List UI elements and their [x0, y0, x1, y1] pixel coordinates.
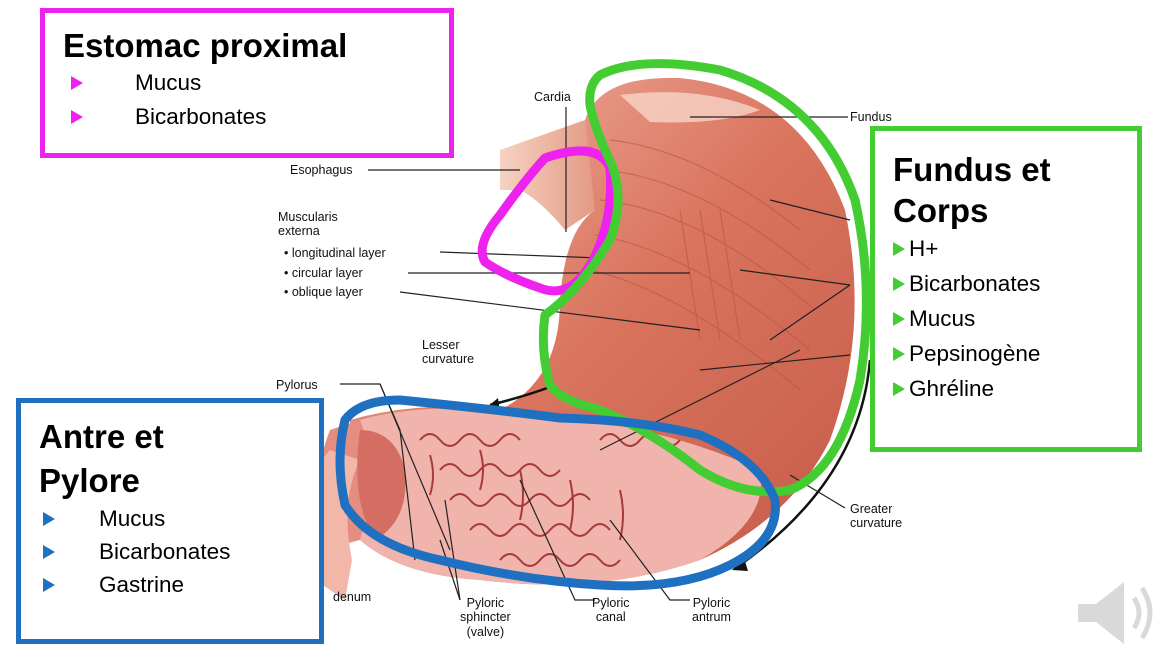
fundus-corps-box: Fundus et Corps H+ Bicarbonates Mucus Pe… — [870, 126, 1142, 452]
list-item: Bicarbonates — [63, 100, 449, 134]
fundus-corps-title-line1: Fundus et — [893, 149, 1137, 190]
list-item-label: Pepsinogène — [909, 341, 1040, 367]
arrow-bullet-icon — [893, 382, 905, 396]
list-item-label: Mucus — [909, 306, 975, 332]
arrow-bullet-icon — [893, 242, 905, 256]
list-item-label: Gastrine — [99, 572, 184, 598]
list-item: Mucus — [39, 502, 319, 535]
list-item: H+ — [893, 232, 1137, 267]
label-esophagus: Esophagus — [290, 163, 353, 177]
antre-pylore-list: Mucus Bicarbonates Gastrine — [39, 502, 319, 601]
estomac-proximal-box: Estomac proximal Mucus Bicarbonates — [40, 8, 454, 158]
label-fundus: Fundus — [850, 110, 892, 124]
speaker-icon[interactable] — [1078, 580, 1154, 646]
label-muscularis: Muscularis externa — [278, 210, 338, 239]
arrow-bullet-icon — [43, 578, 55, 592]
list-item: Mucus — [63, 66, 449, 100]
list-item-label: H+ — [909, 236, 938, 262]
list-item-label: Mucus — [99, 506, 165, 532]
arrow-bullet-icon — [71, 110, 83, 124]
arrow-bullet-icon — [893, 277, 905, 291]
estomac-proximal-list: Mucus Bicarbonates — [63, 66, 449, 134]
label-greater-curvature: Greater curvature — [850, 502, 902, 531]
arrow-bullet-icon — [43, 512, 55, 526]
list-item: Mucus — [893, 302, 1137, 337]
label-oblique-layer: • oblique layer — [284, 285, 363, 299]
estomac-proximal-title: Estomac proximal — [63, 27, 449, 66]
label-pyloric-sphincter: Pyloric sphincter (valve) — [460, 596, 511, 639]
label-pylorus: Pylorus — [276, 378, 318, 392]
arrow-bullet-icon — [893, 347, 905, 361]
list-item-label: Bicarbonates — [135, 104, 266, 130]
label-duodenum: denum — [333, 590, 371, 604]
label-circular-layer: • circular layer — [284, 266, 363, 280]
antre-pylore-title-line2: Pylore — [39, 459, 319, 503]
list-item: Bicarbonates — [39, 535, 319, 568]
fundus-corps-list: H+ Bicarbonates Mucus Pepsinogène Ghréli… — [893, 232, 1137, 407]
arrow-bullet-icon — [893, 312, 905, 326]
list-item-label: Bicarbonates — [909, 271, 1040, 297]
list-item-label: Bicarbonates — [99, 539, 230, 565]
antre-pylore-box: Antre et Pylore Mucus Bicarbonates Gastr… — [16, 398, 324, 644]
arrow-bullet-icon — [43, 545, 55, 559]
list-item: Gastrine — [39, 568, 319, 601]
label-pyloric-antrum: Pyloric antrum — [692, 596, 731, 625]
label-cardia: Cardia — [534, 90, 571, 104]
list-item: Bicarbonates — [893, 267, 1137, 302]
list-item-label: Mucus — [135, 70, 201, 96]
arrow-bullet-icon — [71, 76, 83, 90]
fundus-corps-title-line2: Corps — [893, 190, 1137, 231]
label-longitudinal-layer: • longitudinal layer — [284, 246, 386, 260]
label-pyloric-canal: Pyloric canal — [592, 596, 630, 625]
list-item: Pepsinogène — [893, 337, 1137, 372]
label-lesser-curvature: Lesser curvature — [422, 338, 474, 367]
antre-pylore-title-line1: Antre et — [39, 415, 319, 459]
list-item-label: Ghréline — [909, 376, 994, 402]
list-item: Ghréline — [893, 372, 1137, 407]
esophagus-shape — [500, 120, 595, 230]
